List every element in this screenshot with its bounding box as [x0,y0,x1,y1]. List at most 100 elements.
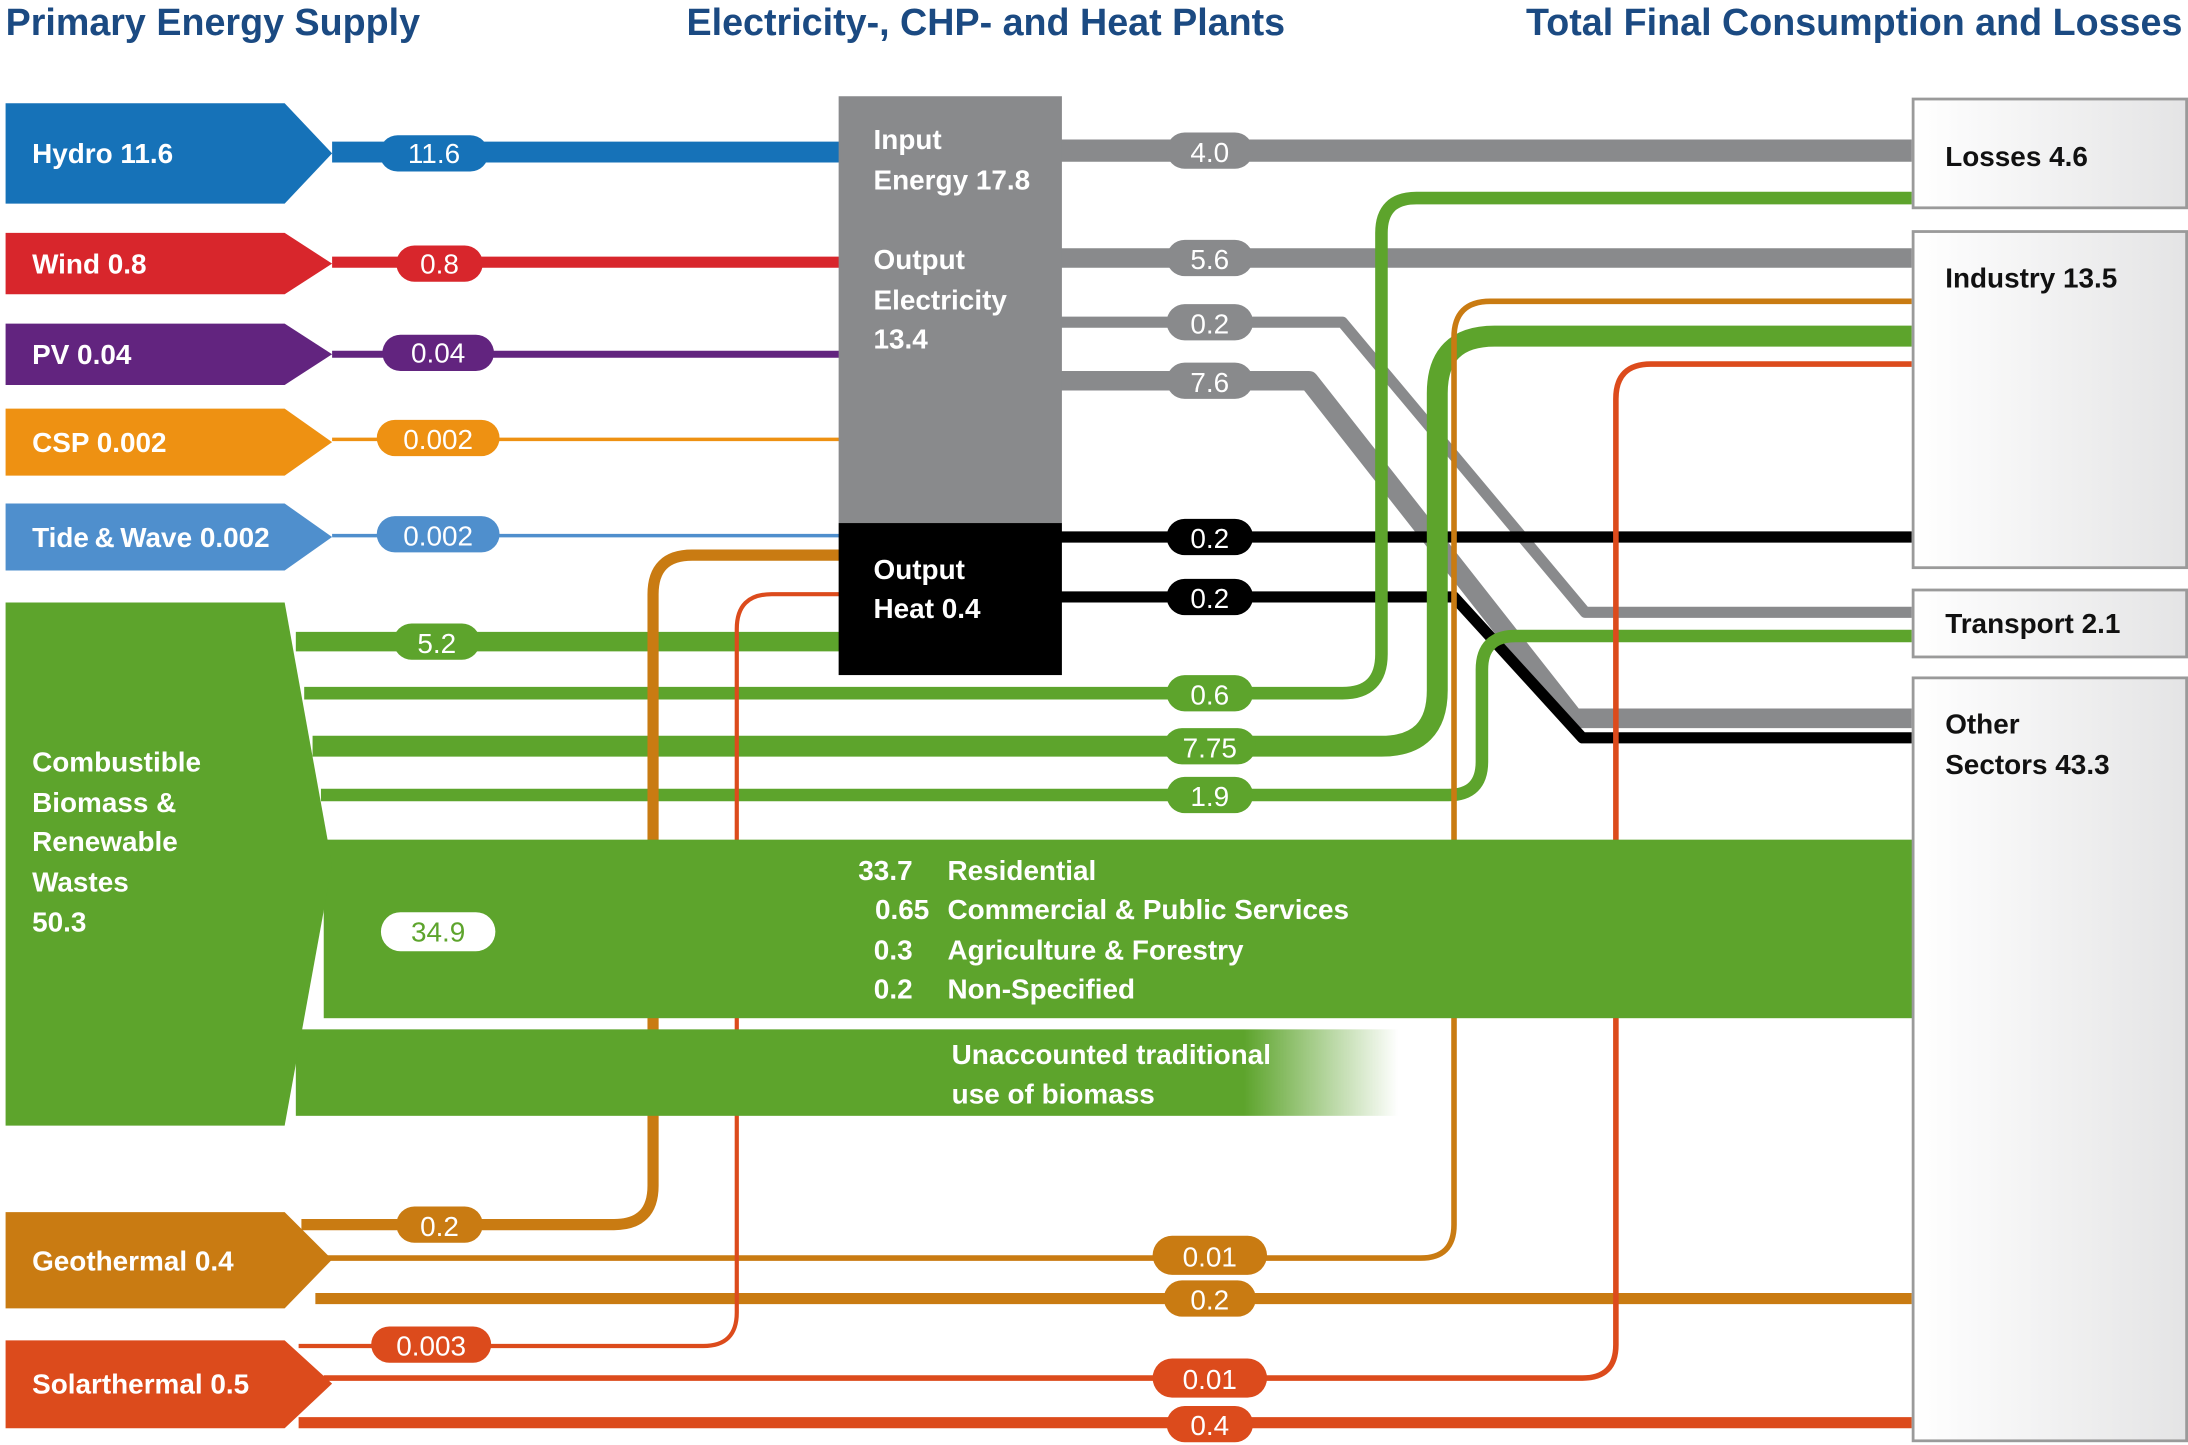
source-solarthermal-arrow [5,1340,333,1429]
breakdown-label-residential: Residential [947,855,1096,886]
pill-pv-text: 0.04 [411,338,465,369]
source-tide-label: Tide & Wave 0.002 [32,522,270,553]
source-biomass-label-2: Biomass & [32,787,176,818]
flow-biomass-transport [320,629,1912,802]
source-solarthermal-label: Solarthermal 0.5 [32,1368,249,1399]
sink-other-sectors [1911,676,2188,1443]
plant-heat-line2: Heat 0.4 [874,593,981,624]
pill-solarthermal-heat-text: 0.003 [396,1331,466,1362]
pill-biomass-losses-text: 0.6 [1190,679,1229,710]
source-wind-label: Wind 0.8 [32,248,146,279]
pill-biomass-industry [1163,728,1256,765]
pill-geothermal-heat-text: 0.2 [420,1211,459,1242]
breakdown-label-commercial: Commercial & Public Services [947,894,1349,925]
breakdown-label-agriculture: Agriculture & Forestry [947,935,1244,966]
pill-hydro [379,135,489,172]
source-biomass-arrow [5,602,333,1126]
pill-tide-text: 0.002 [403,520,473,551]
header-plants: Electricity-, CHP- and Heat Plants [687,1,1286,43]
breakdown-value-nonspecified: 0.2 [874,974,913,1005]
source-biomass-label-4: Wastes [32,866,129,897]
pill-biomass-plants-text: 5.2 [417,628,456,659]
source-tide-arrow [5,503,333,571]
source-biomass-label-5: 50.3 [32,907,86,938]
pill-biomass-plants [393,623,481,660]
source-pv-arrow [5,323,333,385]
header-final-consumption: Total Final Consumption and Losses [1526,1,2182,43]
pill-csp-text: 0.002 [403,424,473,455]
breakdown-value-agriculture: 0.3 [874,935,913,966]
pill-csp [376,419,500,457]
sink-industry-label: Industry 13.5 [1945,262,2117,293]
pill-elec-transport-text: 0.2 [1190,308,1229,339]
source-wind-arrow [5,232,333,295]
source-biomass-label-3: Renewable [32,826,178,857]
pill-biomass-direct [380,912,496,952]
pill-pv [382,334,494,372]
breakdown-value-commercial: 0.65 [875,894,929,925]
pill-biomass-transport [1166,776,1254,814]
header-primary-energy: Primary Energy Supply [6,1,421,43]
source-biomass-label-1: Combustible [32,746,201,777]
pill-heat-industry-text: 0.2 [1190,523,1229,554]
pill-wind-text: 0.8 [420,248,459,279]
pill-geothermal-other [1163,1280,1256,1317]
sink-industry [1911,230,2188,570]
source-geothermal-arrow [5,1212,333,1309]
flow-biomass-industry [312,325,1912,757]
unaccounted-line1: Unaccounted traditional [952,1039,1271,1070]
sink-losses [1911,97,2188,210]
plant-electricity-box [838,96,1062,524]
pill-hydro-text: 11.6 [408,138,460,169]
plant-elec-line2: Electricity [874,285,1008,316]
sink-losses-label: Losses 4.6 [1945,141,2088,172]
pill-solarthermal-industry [1152,1358,1268,1398]
pill-solarthermal-other-text: 0.4 [1190,1410,1229,1441]
pill-geothermal-other-text: 0.2 [1190,1285,1229,1316]
pill-wind [396,245,483,282]
pill-heat-industry [1166,518,1254,556]
flow-biomass-losses [304,191,1912,700]
plant-input-line2: Energy 17.8 [874,165,1031,196]
pill-biomass-industry-text: 7.75 [1183,732,1237,763]
pill-elec-other-text: 7.6 [1190,367,1229,398]
flow-geothermal-industry [315,298,1912,1261]
breakdown-label-nonspecified: Non-Specified [947,974,1135,1005]
sink-transport-label: Transport 2.1 [1945,608,2120,639]
plant-elec-line3: 13.4 [874,324,929,355]
pill-heat-other [1166,578,1254,616]
pill-solarthermal-industry-text: 0.01 [1183,1364,1237,1395]
source-csp-arrow [5,408,333,476]
pill-plant-losses [1166,132,1254,169]
sink-other-label-line1: Other [1945,709,2020,740]
source-geothermal-label: Geothermal 0.4 [32,1246,234,1277]
biomass-unaccounted-band [295,1029,1399,1116]
pill-solarthermal-heat [371,1326,492,1363]
plant-heat-line1: Output [874,554,965,585]
pill-geothermal-industry [1152,1235,1268,1275]
pill-elec-industry [1166,239,1254,277]
pill-solarthermal-other [1166,1405,1254,1443]
pill-geothermal-industry-text: 0.01 [1183,1241,1237,1272]
biomass-direct-band [323,839,1915,1019]
plant-elec-line1: Output [874,244,965,275]
sink-other-label-line2: Sectors 43.3 [1945,749,2109,780]
sink-transport [1911,588,2188,659]
breakdown-value-residential: 33.7 [858,855,912,886]
pill-biomass-transport-text: 1.9 [1190,781,1229,812]
unaccounted-line2: use of biomass [952,1078,1155,1109]
pill-elec-industry-text: 5.6 [1190,244,1229,275]
source-csp-label: CSP 0.002 [32,427,166,458]
plant-input-line1: Input [874,124,942,155]
pill-heat-other-text: 0.2 [1190,583,1229,614]
pill-geothermal-heat [396,1206,483,1243]
plant-heat-box [838,523,1062,676]
pill-tide [376,516,500,553]
pill-biomass-losses [1166,675,1254,712]
pill-elec-transport [1166,304,1254,341]
pill-plant-losses-text: 4.0 [1190,137,1229,168]
source-hydro-label: Hydro 11.6 [32,138,173,169]
source-hydro-arrow [5,103,333,204]
flow-heat-other [1060,591,1912,744]
